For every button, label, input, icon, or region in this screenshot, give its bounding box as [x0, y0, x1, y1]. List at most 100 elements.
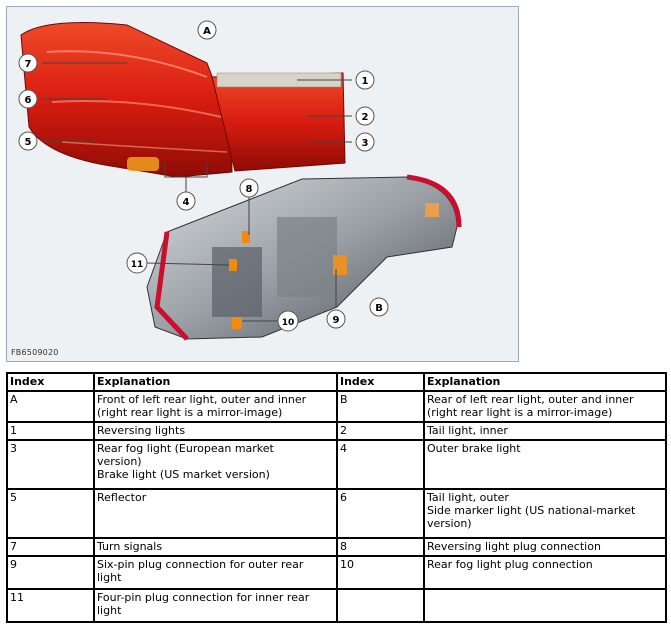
callout-5: 5 — [18, 131, 38, 151]
cell-line: B — [340, 393, 348, 406]
index-cell: 7 — [6, 537, 95, 557]
callout-9: 9 — [326, 309, 346, 329]
header-explanation-right: Explanation — [423, 372, 667, 392]
index-cell: 11 — [6, 588, 95, 623]
cell-line: 4 — [340, 442, 347, 455]
callout-8: 8 — [239, 178, 259, 198]
callout-4: 4 — [176, 191, 196, 211]
cell-line: Four-pin plug connection for inner rear — [97, 591, 310, 604]
index-cell: 9 — [6, 555, 95, 590]
callout-1-text: 1 — [362, 76, 369, 87]
cell-line: Reversing lights — [97, 424, 186, 437]
explanation-cell: Rear of left rear light, outer and inner… — [423, 390, 667, 423]
index-cell: 10 — [336, 555, 425, 590]
callout-9-text: 9 — [333, 315, 340, 326]
callout-layer: A B 1 2 3 4 5 6 7 8 9 10 11 — [18, 20, 389, 332]
table-row: A Front of left rear light, outer and inn… — [6, 390, 667, 423]
callout-A: A — [197, 20, 217, 40]
explanation-cell: Reflector — [93, 488, 338, 539]
callout-B: B — [369, 297, 389, 317]
explanation-cell: Front of left rear light, outer and inne… — [93, 390, 338, 423]
index-cell: 2 — [336, 421, 425, 441]
figure-code: FB6509020 — [11, 348, 59, 357]
cell-line: (right rear light is a mirror-image) — [97, 406, 283, 419]
index-cell: 8 — [336, 537, 425, 557]
cell-line: version) — [427, 517, 472, 530]
cell-line: Turn signals — [97, 540, 163, 553]
rear-light-illustration: A B 1 2 3 4 5 6 7 8 9 10 11 FB6509020 — [6, 6, 519, 362]
explanation-cell: Reversing light plug connection — [423, 537, 667, 557]
cell-line: 5 — [10, 491, 17, 504]
index-cell: 6 — [336, 488, 425, 539]
callout-A-text: A — [203, 26, 211, 37]
callout-2: 2 — [355, 106, 375, 126]
index-cell: 1 — [6, 421, 95, 441]
callout-6-text: 6 — [25, 95, 32, 106]
table-body: A Front of left rear light, outer and inn… — [6, 390, 667, 623]
cell-line: Reversing light plug connection — [427, 540, 601, 553]
cell-line: 7 — [10, 540, 17, 553]
explanation-cell: Reversing lights — [93, 421, 338, 441]
explanation-cell — [423, 588, 667, 623]
cell-line: Rear of left rear light, outer and inner — [427, 393, 634, 406]
callout-4-text: 4 — [183, 197, 190, 208]
cell-line: 11 — [10, 591, 24, 604]
index-cell — [336, 588, 425, 623]
cell-line: Side marker light (US national-market — [427, 504, 636, 517]
header-explanation-left: Explanation — [93, 372, 338, 392]
callout-8-text: 8 — [246, 184, 253, 195]
cell-line: 9 — [10, 558, 17, 571]
callout-6: 6 — [18, 89, 38, 109]
callout-7-text: 7 — [25, 59, 32, 70]
callout-10-text: 10 — [282, 318, 295, 328]
cell-line: 2 — [340, 424, 347, 437]
cell-line: Six-pin plug connection for outer rear — [97, 558, 304, 571]
callout-2-text: 2 — [362, 112, 369, 123]
callout-1: 1 — [355, 70, 375, 90]
cell-line: 1 — [10, 424, 17, 437]
rear-light-drawing — [20, 22, 462, 341]
table-header-row: Index Explanation Index Explanation — [6, 372, 667, 392]
cell-line: 10 — [340, 558, 354, 571]
index-cell: B — [336, 390, 425, 423]
cell-line: 3 — [10, 442, 17, 455]
cell-line: Rear fog light plug connection — [427, 558, 593, 571]
header-index-left: Index — [6, 372, 95, 392]
cell-line: version) — [97, 455, 142, 468]
callout-7: 7 — [18, 53, 38, 73]
callout-3-text: 3 — [362, 138, 369, 149]
cell-line: 6 — [340, 491, 347, 504]
cell-line: A — [10, 393, 18, 406]
cell-line: Brake light (US market version) — [97, 468, 270, 481]
callout-5-text: 5 — [25, 137, 32, 148]
callout-3: 3 — [355, 132, 375, 152]
explanation-cell: Outer brake light — [423, 439, 667, 490]
index-cell: 4 — [336, 439, 425, 490]
cell-line: Tail light, outer — [427, 491, 509, 504]
cell-line: light — [97, 604, 122, 617]
index-table: Index Explanation Index Explanation A Fro… — [6, 372, 667, 623]
explanation-cell: Turn signals — [93, 537, 338, 557]
header-index-right: Index — [336, 372, 425, 392]
callout-B-text: B — [375, 303, 383, 314]
outer-light-lens — [20, 22, 233, 178]
cell-line: light — [97, 571, 122, 584]
cell-line: Front of left rear light, outer and inne… — [97, 393, 307, 406]
callout-11: 11 — [126, 252, 148, 274]
cell-line: (right rear light is a mirror-image) — [427, 406, 613, 419]
cell-line: Tail light, inner — [427, 424, 508, 437]
table-row: 1 Reversing lights 2 Tail light, inner — [6, 421, 667, 441]
explanation-cell: Rear fog light plug connection — [423, 555, 667, 590]
index-cell: 5 — [6, 488, 95, 539]
callout-10: 10 — [277, 310, 299, 332]
explanation-cell: Tail light, inner — [423, 421, 667, 441]
cell-line: Outer brake light — [427, 442, 521, 455]
